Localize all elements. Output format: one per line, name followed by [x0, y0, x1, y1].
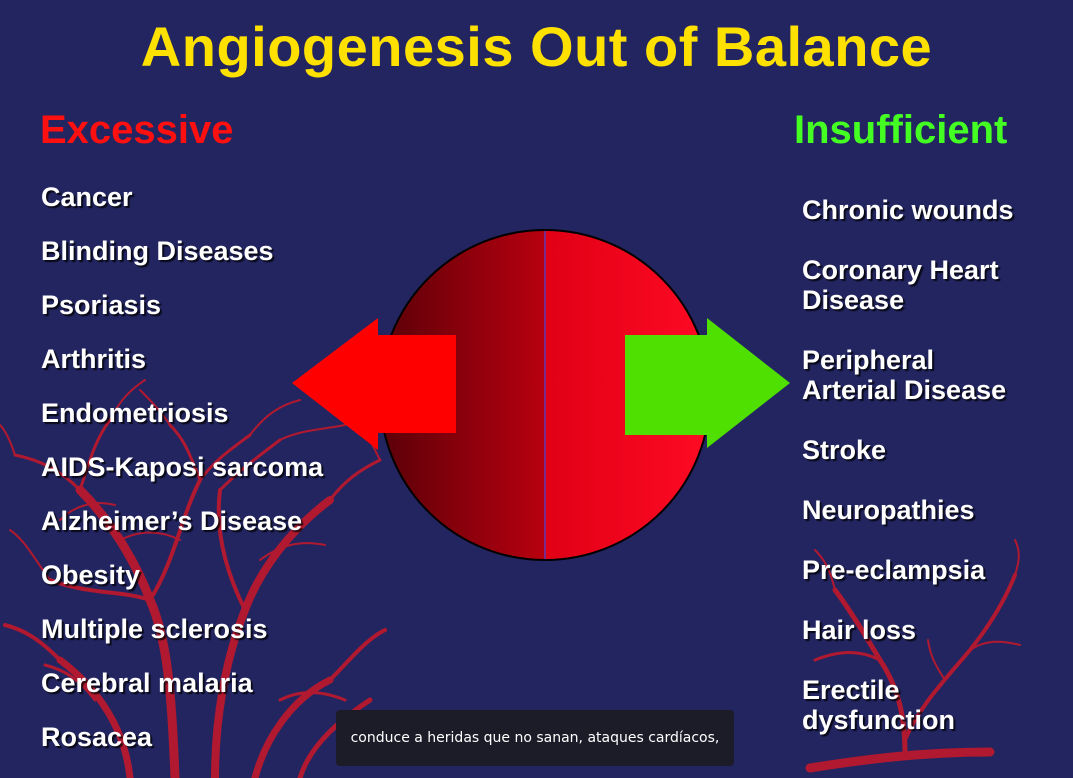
excessive-item-blinding-diseases: Blinding Diseases	[41, 236, 274, 266]
excessive-item-cerebral-malaria: Cerebral malaria	[41, 668, 253, 698]
excessive-heading: Excessive	[40, 108, 234, 152]
excessive-item-alzheimers-disease: Alzheimer’s Disease	[41, 506, 303, 536]
insufficient-item-erectile: Erectile	[802, 675, 900, 705]
insufficient-item-stroke: Stroke	[802, 435, 887, 465]
excessive-item-aids-kaposi-sarcoma: AIDS-Kaposi sarcoma	[41, 452, 324, 482]
insufficient-item-coronary-disease: Disease	[802, 285, 905, 315]
arrow-right-icon	[625, 318, 790, 448]
insufficient-item-neuropathies: Neuropathies	[802, 495, 975, 525]
insufficient-item-dysfunction: dysfunction	[802, 705, 955, 735]
insufficient-item-chronic-wounds: Chronic wounds	[802, 195, 1014, 225]
insufficient-item-coronary-heart: Coronary Heart	[802, 255, 999, 285]
insufficient-item-pre-eclampsia: Pre-eclampsia	[802, 555, 986, 585]
excessive-item-rosacea: Rosacea	[41, 722, 153, 752]
insufficient-item-peripheral: Peripheral	[802, 345, 935, 375]
excessive-item-obesity: Obesity	[41, 560, 141, 590]
insufficient-item-hair-loss: Hair loss	[802, 615, 917, 645]
slide-title: Angiogenesis Out of Balance	[140, 15, 933, 78]
video-caption: conduce a heridas que no sanan, ataques …	[336, 710, 734, 766]
excessive-item-cancer: Cancer	[41, 182, 133, 212]
insufficient-heading: Insufficient	[794, 108, 1008, 152]
excessive-item-arthritis: Arthritis	[41, 344, 147, 374]
excessive-item-psoriasis: Psoriasis	[41, 290, 162, 320]
excessive-item-multiple-sclerosis: Multiple sclerosis	[41, 614, 268, 644]
arrow-left-icon	[292, 318, 456, 450]
excessive-item-endometriosis: Endometriosis	[41, 398, 229, 428]
insufficient-item-arterial-disease: Arterial Disease	[802, 375, 1007, 405]
